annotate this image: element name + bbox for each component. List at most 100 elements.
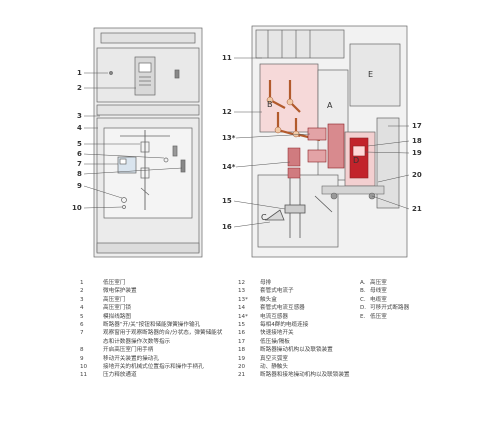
legend-front-item-text: 高压室门 [103, 296, 126, 303]
legend-section-item-row: 12 母排 [238, 279, 348, 287]
legend-compartment-item-text: 低压室 [370, 313, 387, 320]
compartment-labels: A B C D E [261, 70, 373, 222]
legend-compartment-item-text: 高压室 [370, 280, 387, 286]
legend-section-item-text: 触头盒 [260, 296, 277, 303]
legend-front-item-number: 2 [80, 288, 84, 295]
legend-compartment-item-number: E. [360, 313, 366, 320]
current-transformers [287, 147, 301, 179]
callout-11: 11 [222, 54, 232, 62]
legend-front-item-number: 5 [80, 313, 84, 320]
legend-section-item-number: 21 [238, 372, 246, 379]
busbar-insulators [266, 96, 300, 138]
legend-section-item-number: 19 [238, 355, 246, 362]
callout-20: 20 [412, 171, 422, 179]
legend-front-item-number: 4 [80, 305, 84, 312]
legend-front-item-text: 低压室门 [103, 280, 126, 286]
callout-19: 19 [412, 149, 422, 157]
legend-front-item-text: 模拟线路图 [103, 313, 131, 320]
callout-9: 9 [77, 182, 82, 190]
compartment-d: D [353, 156, 359, 165]
compartment-b: B [267, 100, 273, 109]
callout-16: 16 [222, 223, 232, 231]
callout-5: 5 [77, 140, 82, 148]
legend-front-item-number: 6 [80, 322, 84, 329]
legend-front-item-number: 1 [80, 280, 84, 286]
front-view-leader-lines [83, 72, 183, 209]
section-view-callouts: 11 12 13* 14* 15 16 17 18 19 20 21 [222, 54, 422, 231]
legend-front-item-number: 7 [80, 330, 84, 337]
legend-section-item-row: 14* 电流互感器 [238, 313, 348, 321]
legend-section-item-text: 断路器和接地操动机构以及联锁装置 [260, 372, 350, 379]
legend-section-item-text: 低压操/隔板 [260, 338, 290, 345]
callout-13: 13* [222, 134, 236, 142]
legend-front-item-text: 微电保护装置 [103, 288, 137, 295]
callout-2: 2 [77, 84, 82, 92]
legend-compartment-item-row: E. 低压室 [360, 313, 440, 321]
legend-section-item-text: 真空灭弧室 [260, 355, 288, 362]
legend-compartment-item-number: A. [360, 280, 366, 286]
legend-front-item-text: 移动开关装置的操动孔 [103, 355, 159, 362]
legend-front-item-text: 接地开关的机械式位置指示和操作手柄孔 [103, 364, 204, 371]
section-view-leader-lines [233, 57, 410, 228]
legend-compartment-item-row: A. 高压室 [360, 279, 440, 287]
callout-3: 3 [77, 112, 82, 120]
legend-front-item-number: 11 [80, 372, 88, 379]
legend-compartment-item-row: B.母线室 [360, 287, 440, 295]
legend-section-item-number: 13 [238, 288, 246, 295]
truck-rail [321, 185, 385, 200]
legend-compartment-item-number: D. [360, 305, 367, 312]
legend-front-item-row: 7 观察窗用于观察断路器的合/分状态，弹簧储能状态和计数器操作次数等指示 [80, 329, 230, 346]
legend-section-item-text: 电流互感器 [260, 313, 288, 320]
legend-compartment-item-text: 电缆室 [370, 296, 387, 303]
legend-front-item-row: 1 低压室门 [80, 279, 230, 287]
callout-10: 10 [72, 204, 82, 212]
legend-compartment-item-row: D.可移开式断路器 [360, 304, 440, 312]
legend-compartment-item-text: 可移开式断路器 [370, 305, 410, 312]
legend-section-item-text: 快速接地开关 [260, 330, 294, 337]
legend-section-item-text: 套管式电流子 [260, 288, 294, 295]
legend-section-item-number: 15 [238, 322, 246, 329]
legend-section-item-number: 17 [238, 338, 246, 345]
callout-15: 15 [222, 197, 232, 205]
legend-section-item-text: 每相4群的电缆连接 [260, 322, 309, 329]
legend-section-item-number: 20 [238, 364, 246, 371]
legend-front-item-text: 断路器“开/关”按钮和储能弹簧操作输孔 [103, 322, 201, 329]
legend-front-item-number: 9 [80, 355, 84, 362]
callout-7: 7 [77, 160, 82, 168]
callout-6: 6 [77, 150, 82, 158]
compartment-c: C [261, 213, 267, 222]
legend-front-item-row: 9 移动开关装置的操动孔 [80, 355, 230, 363]
legend-section-item-number: 14 [238, 305, 246, 312]
legend-section-item-number: 12 [238, 280, 246, 286]
callout-12: 12 [222, 108, 232, 116]
callout-8: 8 [77, 170, 82, 178]
legend-front-item-number: 10 [80, 364, 88, 371]
legend-front-item-text: 开启高压室门用手柄 [103, 347, 154, 354]
legend-section-item-number: 18 [238, 347, 246, 354]
compartment-a: A [327, 101, 333, 110]
callout-1: 1 [77, 69, 82, 77]
legend-front-item-text: 观察窗用于观察断路器的合/分状态，弹簧储能状态和计数器操作次数等指示 [103, 330, 223, 345]
callout-21: 21 [412, 205, 422, 213]
legend-section-item-row: 15 每相4群的电缆连接 [238, 321, 348, 329]
legend-front-item-row: 2 微电保护装置 [80, 287, 230, 295]
legend-section-item-text: 母排 [260, 280, 272, 286]
legend-section-item-number: 14* [238, 313, 248, 320]
callout-4: 4 [77, 124, 82, 132]
legend-section-item-row: 21 断路器和接地操动机构以及联锁装置 [238, 371, 350, 379]
front-view-cabinet [93, 27, 203, 258]
legend-compartment-item-number: B. [360, 288, 366, 295]
legend-compartment-item-row: C. 电缆室 [360, 296, 440, 304]
compartment-e: E [368, 70, 373, 79]
legend-compartment-item-number: C. [360, 296, 366, 303]
